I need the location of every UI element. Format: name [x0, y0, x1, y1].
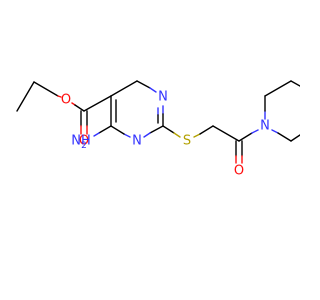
bond-c2-s	[162, 125, 175, 134]
molecule-structure: O O N N NH 2 S O N	[16, 80, 300, 179]
bond-n-top-half	[149, 87, 157, 93]
bond-pip-top-right	[290, 80, 300, 87]
bond-c4-amine	[98, 125, 112, 134]
bond-amine-half	[93, 132, 100, 137]
bond-s-ch2	[199, 125, 214, 135]
bond-n-bottom-half-left	[123, 133, 131, 138]
bond-ch3-ch2	[16, 81, 35, 112]
bond-oester-ccarbonyl	[74, 104, 85, 112]
atom-thioether-s: S	[183, 134, 191, 149]
bond-c6-c7	[110, 80, 138, 97]
bond-c2-n-bottom	[149, 125, 164, 134]
bond-s-half-left	[173, 132, 181, 138]
atom-amine-subscript: 2	[81, 141, 87, 151]
atom-ring-n-top: N	[158, 90, 168, 105]
bond-npip-right-half	[271, 129, 279, 134]
bond-camide-npip	[238, 132, 253, 142]
bond-n-bottom-c4	[110, 125, 125, 135]
bond-s-half-right	[193, 133, 201, 138]
bond-pip-right-down	[277, 132, 292, 142]
atom-carbonyl-o1: O	[79, 134, 89, 149]
bond-ccarbonyl-c5	[83, 95, 112, 112]
bond-c7-n-top	[136, 80, 151, 89]
atom-ring-n-bottom: N	[132, 134, 142, 149]
atom-piperidine-n: N	[260, 119, 270, 134]
atom-amine: NH	[71, 134, 91, 149]
bond-oester-ch2-half	[57, 95, 62, 98]
bond-pip-right-edge	[290, 134, 300, 142]
atom-carbonyl-o2: O	[234, 164, 244, 179]
bond-ch2-camide	[212, 125, 240, 142]
bond-pip-top-left	[264, 80, 292, 97]
bond-n-bottom-half-right	[143, 132, 151, 138]
atom-ester-o: O	[61, 93, 71, 108]
bond-ch2-oester	[33, 81, 59, 97]
atom-amine-group: NH 2	[71, 134, 91, 152]
bond-npip-half	[251, 129, 259, 134]
